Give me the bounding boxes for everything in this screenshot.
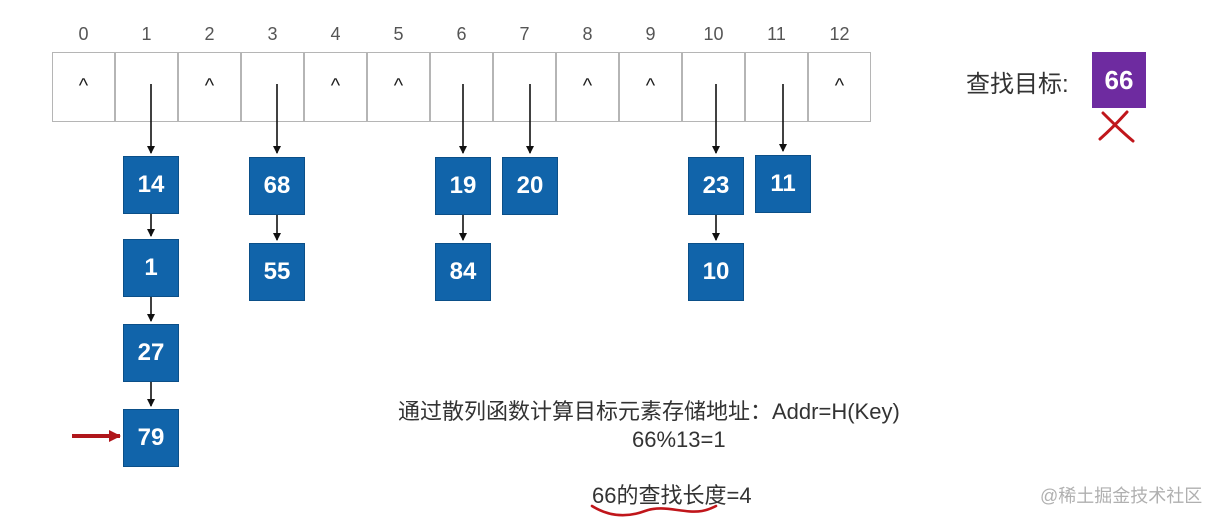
chain-node: 55 [249,243,305,301]
search-length-key: 66 [592,483,617,508]
chain-node: 23 [688,157,744,215]
search-length-text: 66的查找长度=4 [592,478,752,510]
table-index-4: 4 [330,24,341,44]
search-length-label: 的查找长度 [616,483,727,508]
not-found-cross-mark [1098,110,1135,143]
search-target-label: 查找目标: [966,71,1069,98]
table-slot-8: ^ [556,52,619,122]
table-index-7: 7 [519,24,530,44]
table-slot-6 [430,52,493,122]
chain-node: 19 [435,157,491,215]
table-slot-10 [682,52,745,122]
table-slot-0: ^ [52,52,115,122]
search-length-value: =4 [726,483,752,508]
table-slot-2: ^ [178,52,241,122]
table-index-0: 0 [78,24,89,44]
search-target-value: 66 [1092,52,1146,108]
table-index-1: 1 [141,24,152,44]
chain-node: 14 [123,156,179,214]
table-slot-9: ^ [619,52,682,122]
table-index-3: 3 [267,24,278,44]
table-index-5: 5 [393,24,404,44]
table-index-6: 6 [456,24,467,44]
chain-node: 10 [688,243,744,301]
table-slot-7 [493,52,556,122]
table-slot-1 [115,52,178,122]
chain-node: 27 [123,324,179,382]
table-slot-5: ^ [367,52,430,122]
table-index-8: 8 [582,24,593,44]
table-index-2: 2 [204,24,215,44]
watermark: @稀土掘金技术社区 [1040,486,1203,506]
chain-node: 79 [123,409,179,467]
table-slot-4: ^ [304,52,367,122]
table-slot-12: ^ [808,52,871,122]
chain-node: 84 [435,243,491,301]
table-slot-3 [241,52,304,122]
hash-function-text: 通过散列函数计算目标元素存储地址：Addr=H(Key) [398,399,900,424]
table-index-10: 10 [703,24,724,44]
chain-node: 68 [249,157,305,215]
hash-calculation-text: 66%13=1 [632,427,726,452]
chain-node: 11 [755,155,811,213]
table-index-12: 12 [829,24,850,44]
table-index-9: 9 [645,24,656,44]
table-index-11: 11 [767,24,786,44]
chain-node: 20 [502,157,558,215]
table-slot-11 [745,52,808,122]
chain-node: 1 [123,239,179,297]
